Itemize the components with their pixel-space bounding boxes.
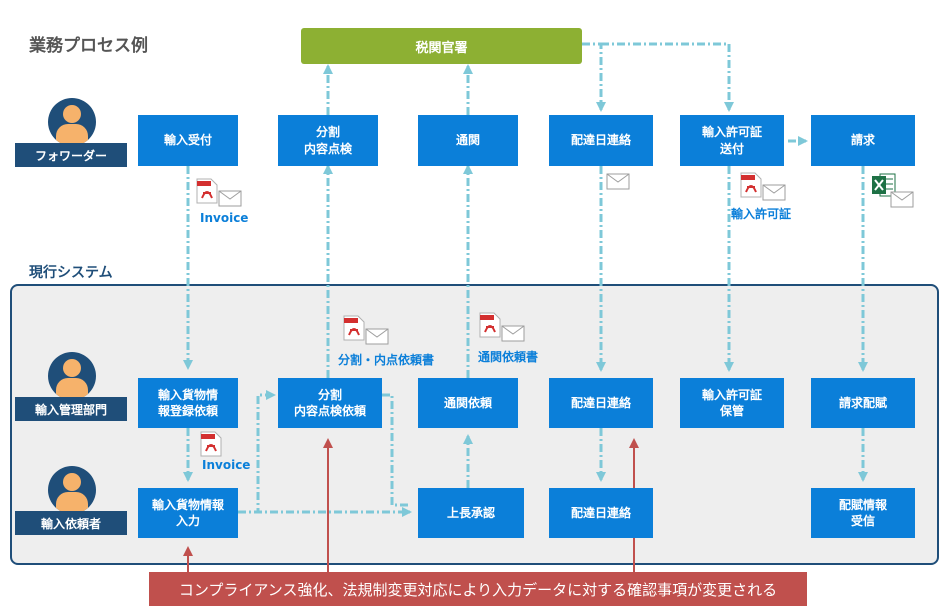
step-billing: 請求 bbox=[811, 115, 915, 166]
step-delivery-contact-admin: 配達日連絡 bbox=[549, 378, 653, 428]
mail-icon bbox=[890, 191, 914, 208]
invoice-label-bottom: Invoice bbox=[202, 458, 251, 472]
step-delivery-contact-requester: 配達日連絡 bbox=[549, 488, 653, 538]
page-title: 業務プロセス例 bbox=[29, 36, 148, 56]
step-manager-approval: 上長承認 bbox=[418, 488, 524, 538]
step-permit-storage: 輸入許可証 保管 bbox=[680, 378, 784, 428]
pdf-icon bbox=[200, 431, 222, 457]
step-delivery-contact-forwarder: 配達日連絡 bbox=[549, 115, 653, 166]
step-permit-send: 輸入許可証 送付 bbox=[680, 115, 784, 166]
excel-icon bbox=[872, 173, 896, 197]
step-split-check-request: 分割 内容点検依頼 bbox=[278, 378, 382, 428]
mail-icon bbox=[365, 328, 389, 345]
mail-icon bbox=[762, 184, 786, 201]
step-clearance-request: 通関依頼 bbox=[418, 378, 518, 428]
step-clearance: 通関 bbox=[418, 115, 518, 166]
pdf-icon bbox=[740, 172, 762, 198]
step-cargo-input: 輸入貨物情報 入力 bbox=[138, 488, 238, 538]
import-admin-avatar-icon bbox=[48, 352, 96, 400]
step-billing-distribution: 請求配賦 bbox=[811, 378, 915, 428]
customs-office-box: 税関官署 bbox=[301, 28, 582, 64]
import-requester-avatar-icon bbox=[48, 466, 96, 514]
connector-customs-to-permit bbox=[601, 42, 734, 112]
invoice-label-top: Invoice bbox=[200, 211, 249, 225]
pdf-icon bbox=[196, 178, 218, 204]
role-import-requester: 輸入依頼者 bbox=[15, 511, 127, 535]
pdf-icon bbox=[479, 312, 501, 338]
connector-split-request-to-approval bbox=[382, 393, 410, 507]
forwarder-avatar-icon bbox=[48, 98, 96, 146]
import-permit-label: 輸入許可証 bbox=[731, 207, 792, 221]
impact-banner: コンプライアンス強化、法規制変更対応により入力データに対する確認事項が変更される bbox=[149, 572, 807, 606]
role-import-admin: 輸入管理部門 bbox=[15, 397, 127, 421]
step-split-check: 分割 内容点検 bbox=[278, 115, 378, 166]
current-system-label: 現行システム bbox=[29, 265, 113, 281]
connector-customs-to-delivery bbox=[582, 42, 606, 112]
split-request-doc-label: 分割・内点依頼書 bbox=[338, 353, 435, 367]
clearance-request-doc-label: 通関依頼書 bbox=[478, 350, 539, 364]
pdf-icon bbox=[343, 315, 365, 341]
connector-input-to-split-request bbox=[238, 390, 276, 514]
mail-icon bbox=[218, 190, 242, 207]
role-forwarder: フォワーダー bbox=[15, 143, 127, 167]
step-cargo-registration-request: 輸入貨物情 報登録依頼 bbox=[138, 378, 238, 428]
step-distribution-receipt: 配賦情報 受信 bbox=[811, 488, 915, 538]
mail-icon bbox=[606, 173, 630, 190]
mail-icon bbox=[501, 325, 525, 342]
step-import-receipt: 輸入受付 bbox=[138, 115, 238, 166]
